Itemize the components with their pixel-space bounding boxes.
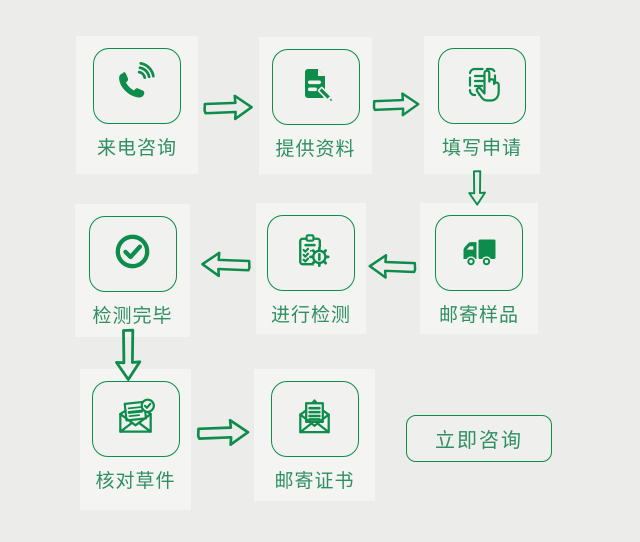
icon-box — [88, 216, 177, 292]
flow-arrow-down-icon — [106, 327, 150, 383]
step-label: 进行检测 — [270, 305, 351, 326]
step-label: 邮寄样品 — [438, 305, 519, 326]
clipboard-gear-icon — [288, 227, 335, 279]
step-mail-certificate: 邮寄证书 — [254, 369, 375, 501]
step-label: 检测完毕 — [92, 306, 173, 327]
icon-box — [435, 215, 523, 291]
step-call-consultation: 来电咨询 — [76, 36, 198, 174]
flow-arrow-down-icon — [459, 169, 495, 207]
step-verify-draft: 核对草件 — [80, 369, 191, 510]
icon-box — [267, 215, 355, 291]
check-circle-icon — [109, 228, 156, 280]
flow-arrow-left-icon — [199, 247, 253, 281]
step-testing-complete: 检测完毕 — [75, 204, 190, 337]
icon-box — [91, 381, 180, 457]
icon-box — [438, 48, 526, 124]
step-fill-application: 填写申请 — [424, 36, 540, 174]
icon-box — [271, 49, 360, 125]
step-label: 邮寄证书 — [274, 471, 355, 492]
step-label: 填写申请 — [441, 138, 522, 159]
icon-box — [270, 381, 359, 457]
step-conduct-testing: 进行检测 — [256, 203, 366, 334]
step-mail-samples: 邮寄样品 — [420, 203, 538, 334]
envelope-certificate-icon — [291, 393, 338, 445]
form-hand-icon — [458, 60, 506, 113]
step-label: 核对草件 — [95, 471, 176, 492]
step-label: 来电咨询 — [96, 138, 177, 159]
step-label: 提供资料 — [275, 139, 356, 160]
consult-now-button[interactable]: 立即咨询 — [406, 415, 552, 462]
envelope-check-icon — [112, 393, 159, 445]
icon-box — [93, 48, 181, 124]
step-provide-materials: 提供资料 — [259, 37, 372, 174]
truck-icon — [455, 227, 503, 280]
flow-arrow-left-icon — [367, 249, 418, 283]
document-edit-icon — [292, 61, 340, 114]
flow-arrow-right-icon — [201, 90, 255, 124]
flow-arrow-right-icon — [195, 413, 251, 451]
flow-arrow-right-icon — [371, 88, 421, 120]
phone-icon — [112, 59, 162, 114]
